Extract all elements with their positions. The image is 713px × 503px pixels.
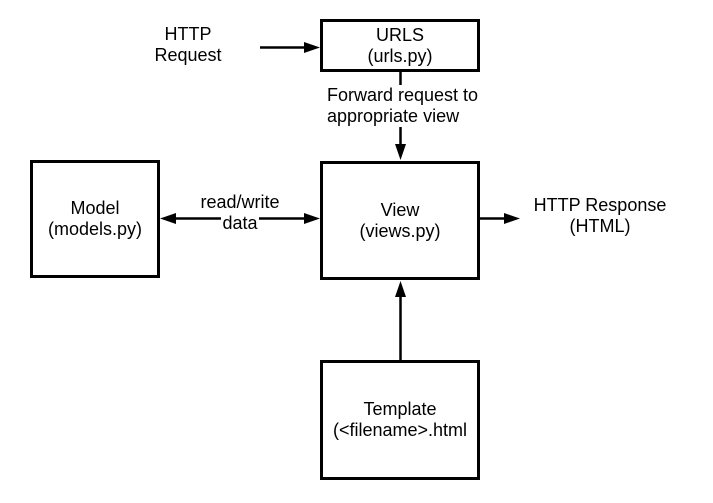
http-response-line2: (HTML) [568, 216, 632, 237]
arrowhead-down [395, 144, 406, 160]
template-box-sublabel: (<filename>.html [332, 420, 468, 440]
arrowhead-right [304, 213, 320, 224]
http-request-label: HTTP Request [138, 24, 238, 66]
http-request-line2: Request [153, 45, 223, 66]
http-request-line1: HTTP [163, 24, 213, 45]
view-box: View (views.py) [320, 161, 480, 280]
urls-box-sublabel: (urls.py) [367, 45, 433, 66]
arrowhead-left [160, 213, 176, 224]
model-box-label: Model [70, 198, 120, 218]
forward-request-label: Forward request to appropriate view [326, 85, 480, 127]
view-box-sublabel: (views.py) [359, 220, 441, 241]
http-request-arrow [260, 42, 320, 53]
forward-request-line1: Forward request to [326, 85, 480, 106]
forward-request-line2: appropriate view [326, 106, 461, 127]
http-response-arrow [480, 213, 520, 224]
view-box-label: View [380, 199, 420, 220]
http-response-line1: HTTP Response [532, 195, 668, 216]
read-write-line2: data [221, 213, 259, 234]
arrowhead-up [395, 281, 406, 297]
urls-box: URLS (urls.py) [320, 19, 480, 72]
template-box: Template (<filename>.html [320, 360, 480, 480]
http-response-label: HTTP Response (HTML) [520, 195, 680, 237]
template-box-label: Template [363, 399, 437, 419]
model-box: Model (models.py) [30, 160, 160, 278]
arrowhead-right [304, 42, 320, 53]
urls-box-label: URLS [375, 24, 424, 45]
model-box-sublabel: (models.py) [47, 219, 143, 239]
template-to-view-arrow [395, 281, 406, 360]
read-write-line1: read/write [199, 192, 281, 213]
read-write-label: read/write data [160, 192, 320, 234]
arrowhead-right [504, 213, 520, 224]
